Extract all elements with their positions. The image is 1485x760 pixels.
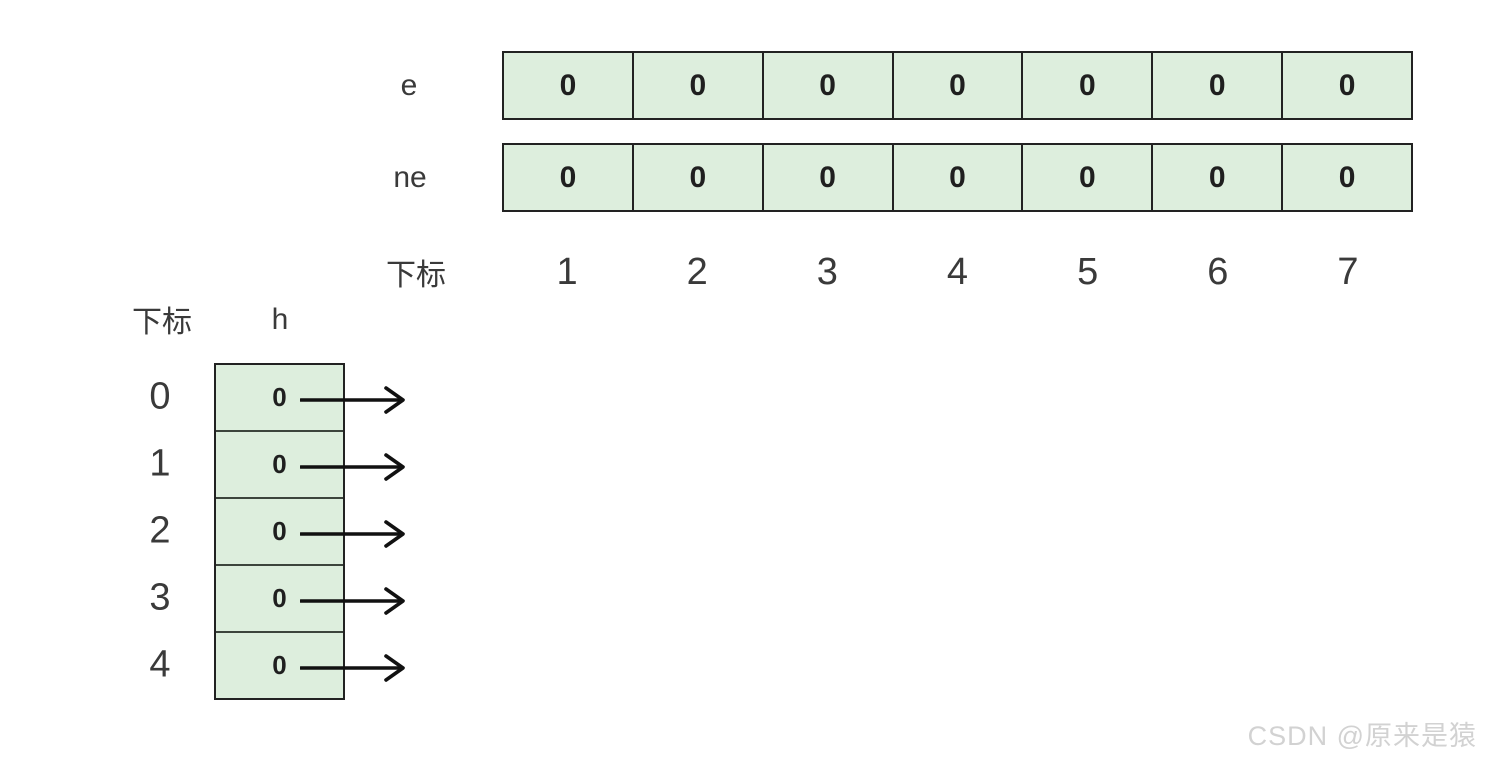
array-h-cell: 0 bbox=[216, 564, 343, 631]
array-ne-cell: 0 bbox=[761, 145, 892, 210]
cell-value: 0 bbox=[819, 160, 836, 194]
array-e-cell: 0 bbox=[891, 53, 1022, 118]
cell-value: 0 bbox=[689, 68, 707, 102]
array-h-cell: 0 bbox=[216, 631, 343, 698]
array-ne-cell: 0 bbox=[631, 145, 762, 210]
cell-value: 0 bbox=[272, 449, 287, 479]
index-number: 6 bbox=[1207, 250, 1229, 293]
h-index-number: 2 bbox=[149, 509, 171, 552]
array-ne-cell: 0 bbox=[1281, 145, 1411, 210]
cell-value: 0 bbox=[272, 650, 287, 680]
cell-value: 0 bbox=[949, 68, 966, 102]
array-ne-cell: 0 bbox=[891, 145, 1022, 210]
pointer-arrow-icon bbox=[300, 587, 405, 615]
cell-value: 0 bbox=[272, 583, 287, 613]
cell-value: 0 bbox=[949, 160, 966, 194]
array-ne-cell: 0 bbox=[1021, 145, 1151, 210]
array-h-cell: 0 bbox=[216, 497, 343, 564]
index-number: 2 bbox=[686, 250, 708, 293]
array-ne: 0 0 0 0 0 0 0 bbox=[502, 143, 1413, 212]
cell-value: 0 bbox=[1338, 160, 1356, 194]
array-e-cell: 0 bbox=[1021, 53, 1151, 118]
cell-value: 0 bbox=[559, 160, 577, 194]
h-array-header: h bbox=[271, 303, 289, 336]
array-h-cell: 0 bbox=[216, 365, 343, 430]
h-index-header: 下标 bbox=[132, 306, 192, 339]
csdn-watermark: CSDN @原来是猿 bbox=[1247, 721, 1477, 751]
cell-value: 0 bbox=[1079, 160, 1096, 194]
index-number: 7 bbox=[1337, 250, 1359, 293]
array-e-cell: 0 bbox=[504, 53, 632, 118]
h-index-number: 1 bbox=[149, 442, 171, 485]
array-h: 0 0 0 0 0 bbox=[214, 363, 345, 700]
array-ne-cell: 0 bbox=[504, 145, 632, 210]
pointer-arrow-icon bbox=[300, 520, 405, 548]
pointer-arrow-icon bbox=[300, 453, 405, 481]
array-ne-label: ne bbox=[393, 161, 427, 194]
array-e-label: e bbox=[400, 69, 418, 102]
array-e-cell: 0 bbox=[631, 53, 762, 118]
index-number: 1 bbox=[556, 250, 578, 293]
cell-value: 0 bbox=[819, 68, 836, 102]
index-number: 5 bbox=[1077, 250, 1099, 293]
array-e-cell: 0 bbox=[1281, 53, 1411, 118]
cell-value: 0 bbox=[1208, 160, 1226, 194]
cell-value: 0 bbox=[272, 516, 287, 546]
cell-value: 0 bbox=[559, 68, 577, 102]
array-ne-cell: 0 bbox=[1151, 145, 1281, 210]
array-e-cell: 0 bbox=[761, 53, 892, 118]
array-h-cell: 0 bbox=[216, 430, 343, 497]
cell-value: 0 bbox=[689, 160, 707, 194]
top-index-label: 下标 bbox=[386, 259, 446, 292]
cell-value: 0 bbox=[1208, 68, 1226, 102]
index-number: 4 bbox=[946, 250, 969, 293]
index-number: 3 bbox=[816, 250, 838, 293]
h-index-number: 0 bbox=[149, 375, 171, 418]
top-index-row: 1 2 3 4 5 6 7 bbox=[502, 250, 1413, 294]
array-e-cell: 0 bbox=[1151, 53, 1281, 118]
h-index-number: 3 bbox=[149, 576, 171, 619]
cell-value: 0 bbox=[1079, 68, 1096, 102]
h-index-number: 4 bbox=[149, 643, 171, 686]
pointer-arrow-icon bbox=[300, 654, 405, 682]
cell-value: 0 bbox=[272, 382, 287, 412]
pointer-arrow-icon bbox=[300, 386, 405, 414]
array-e: 0 0 0 0 0 0 0 bbox=[502, 51, 1413, 120]
cell-value: 0 bbox=[1338, 68, 1356, 102]
